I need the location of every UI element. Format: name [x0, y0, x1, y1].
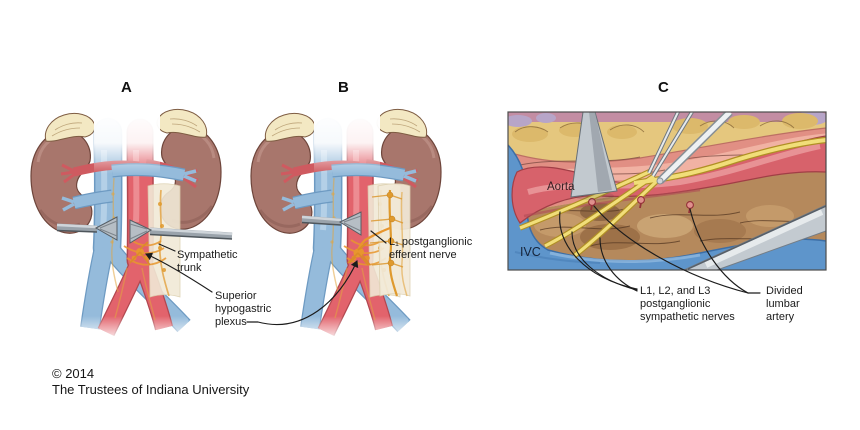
panel-c-letter: C — [658, 79, 669, 96]
panel-a-letter: A — [121, 79, 132, 96]
panel-c-border — [507, 111, 827, 271]
panel-c-illustration — [507, 111, 827, 271]
label-l1-postganglionic-efferent-nerve: L₁ postganglionic efferent nerve — [389, 236, 473, 262]
copyright-notice: © 2014 The Trustees of Indiana Universit… — [52, 366, 250, 398]
retractor-bottom-right — [683, 204, 826, 270]
forceps-instrument — [647, 112, 694, 178]
leader-plexus-to-b — [246, 260, 359, 326]
leader-lines — [145, 205, 761, 326]
leader-l1-nerve — [370, 230, 387, 244]
label-superior-hypogastric-plexus: Superior hypogastric plexus — [215, 290, 272, 329]
label-l123-postganglionic-sympathetic-nerves: L1, L2, and L3 postganglionic sympatheti… — [640, 285, 735, 324]
leader-l123-2 — [571, 231, 638, 291]
panel-b-illustration — [251, 109, 441, 342]
leader-divided-2 — [593, 205, 749, 294]
label-sympathetic-trunk: Sympathetic trunk — [177, 249, 238, 275]
retractor-right — [129, 219, 233, 244]
leader-plexus-to-a — [145, 252, 213, 293]
retractor-blade-top — [570, 112, 618, 201]
ganglionated-chain — [347, 189, 408, 297]
label-ivc: IVC — [520, 245, 541, 259]
label-aorta: Aorta — [547, 181, 575, 193]
panel-b-letter: B — [338, 79, 349, 96]
leader-sympathetic-trunk — [158, 243, 176, 252]
panel-a-illustration — [31, 109, 232, 342]
retractor-left — [56, 216, 118, 241]
lumbar-artery-stumps — [588, 196, 694, 214]
suction-instrument — [656, 112, 733, 185]
leader-l123-3 — [599, 237, 638, 292]
retractor-b — [301, 211, 362, 236]
lumbar-sympathetic-nerves — [518, 136, 826, 259]
label-divided-lumbar-artery: Divided lumbar artery — [766, 285, 803, 324]
leader-divided-1 — [689, 208, 749, 294]
